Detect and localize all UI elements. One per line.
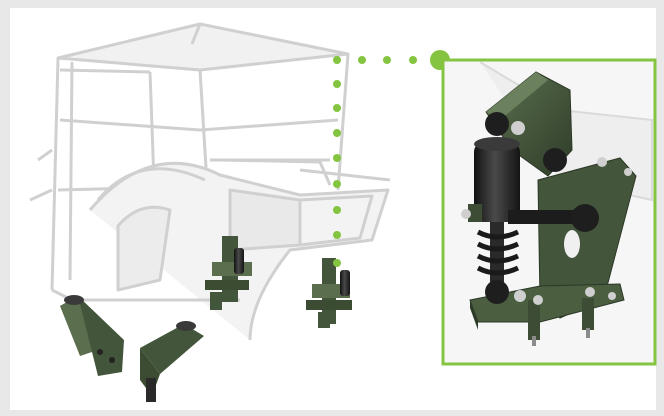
cab-suspension-detail <box>461 71 637 346</box>
rear-suspension-unit-left <box>205 236 252 310</box>
front-mount-bracket-right <box>140 321 204 402</box>
callout-connector-dots <box>333 50 450 267</box>
front-mount-bracket-left <box>60 295 124 376</box>
rear-suspension-unit-right <box>306 258 352 328</box>
